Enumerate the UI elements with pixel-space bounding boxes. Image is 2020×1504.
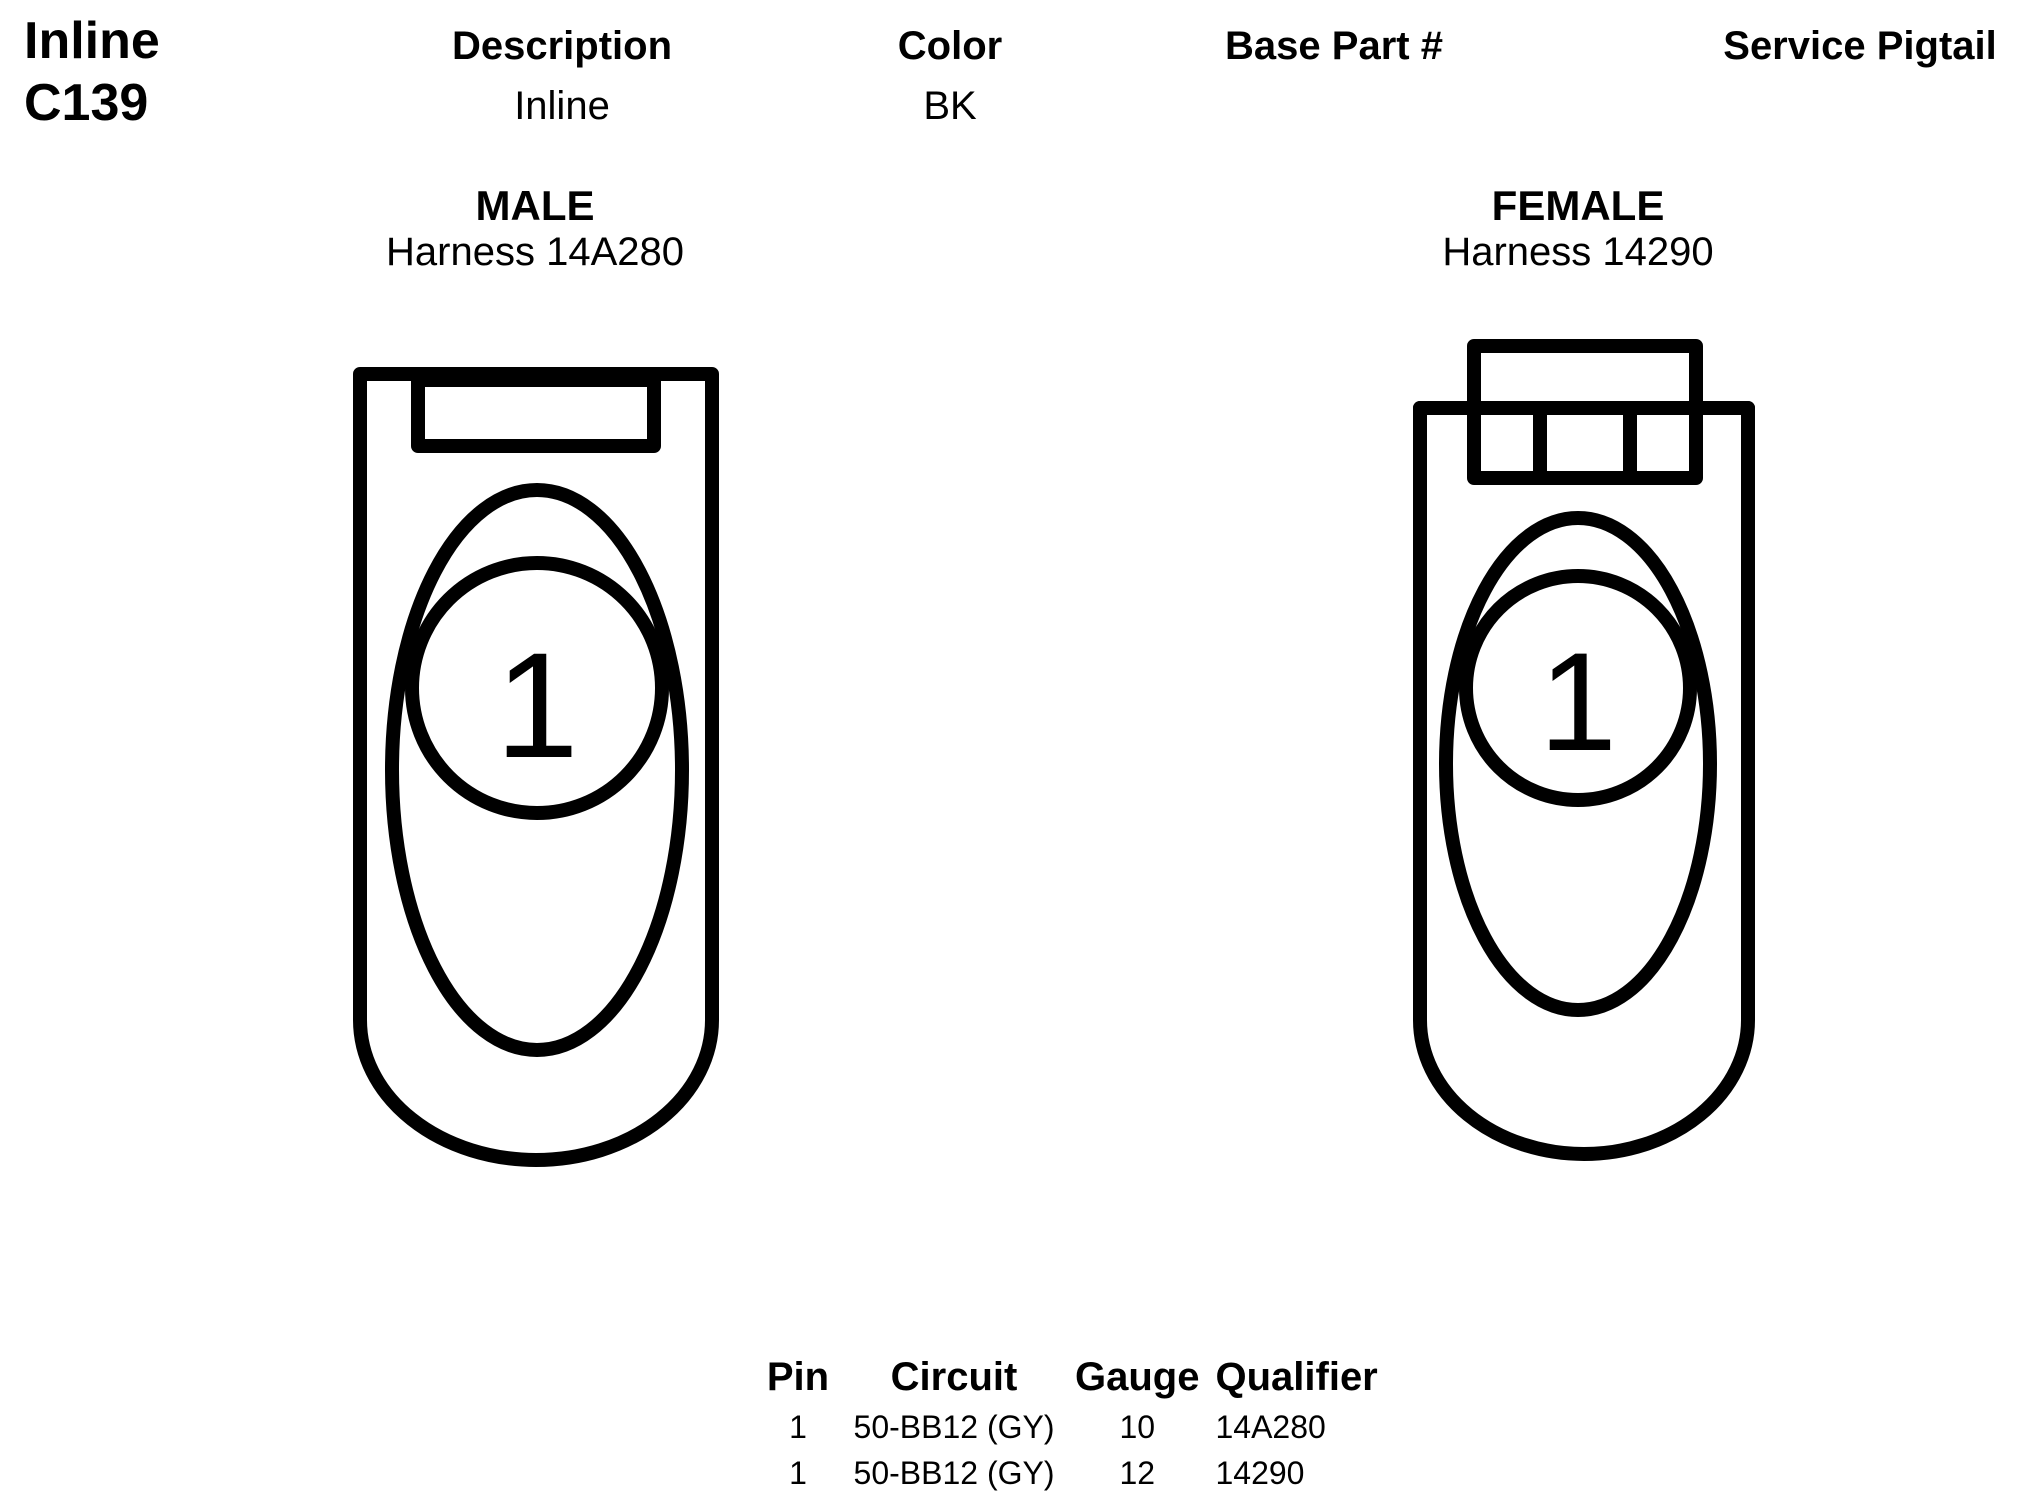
color-label: Color xyxy=(897,24,1003,68)
female-connector-body xyxy=(1413,401,1755,1161)
qualifier-header: Qualifier xyxy=(1215,1354,1378,1399)
base-part-label: Base Part # xyxy=(1225,24,1443,68)
description-label: Description xyxy=(451,24,673,68)
male-latch xyxy=(411,373,661,453)
pin-table: Pin Circuit Gauge Qualifier 1 50-BB12 (G… xyxy=(755,1350,1386,1496)
connector-id: C139 xyxy=(24,74,149,132)
female-title: FEMALE xyxy=(1491,182,1665,229)
male-connector-body xyxy=(353,367,719,1167)
gauge-cell: 12 xyxy=(1119,1454,1156,1491)
female-pin-cavity xyxy=(1439,511,1717,1017)
male-pin-1-label: 1 xyxy=(495,621,578,789)
pin-header: Pin xyxy=(766,1354,830,1399)
female-pin-1-label: 1 xyxy=(1539,623,1617,780)
pin-table-header: Pin Circuit Gauge Qualifier xyxy=(755,1350,1386,1404)
circuit-cell: 50-BB12 (GY) xyxy=(853,1408,1055,1445)
circuit-header: Circuit xyxy=(890,1354,1018,1399)
male-title: MALE xyxy=(475,182,595,229)
qualifier-cell: 14290 xyxy=(1215,1454,1305,1491)
description-value: Inline xyxy=(514,84,610,128)
female-harness: Harness 14290 xyxy=(1442,230,1714,274)
gauge-cell: 10 xyxy=(1119,1408,1156,1445)
gauge-header: Gauge xyxy=(1075,1354,1200,1399)
color-value: BK xyxy=(923,84,977,128)
male-pin-cavity xyxy=(385,483,689,1057)
male-pin-1-circle xyxy=(405,556,669,820)
female-pin-1-circle xyxy=(1459,569,1697,807)
service-pigtail-label: Service Pigtail xyxy=(1723,24,1997,68)
connector-identifier: Inline C139 xyxy=(24,10,160,134)
pin-cell: 1 xyxy=(789,1454,807,1491)
circuit-cell: 50-BB12 (GY) xyxy=(853,1454,1055,1491)
male-harness: Harness 14A280 xyxy=(386,230,684,274)
female-connector xyxy=(1413,339,1755,1161)
table-row: 1 50-BB12 (GY) 10 14A280 xyxy=(755,1404,1386,1450)
table-row: 1 50-BB12 (GY) 12 14290 xyxy=(755,1450,1386,1496)
pin-cell: 1 xyxy=(789,1408,807,1445)
qualifier-cell: 14A280 xyxy=(1215,1408,1326,1445)
male-connector xyxy=(353,367,719,1167)
connector-type: Inline xyxy=(24,12,160,70)
